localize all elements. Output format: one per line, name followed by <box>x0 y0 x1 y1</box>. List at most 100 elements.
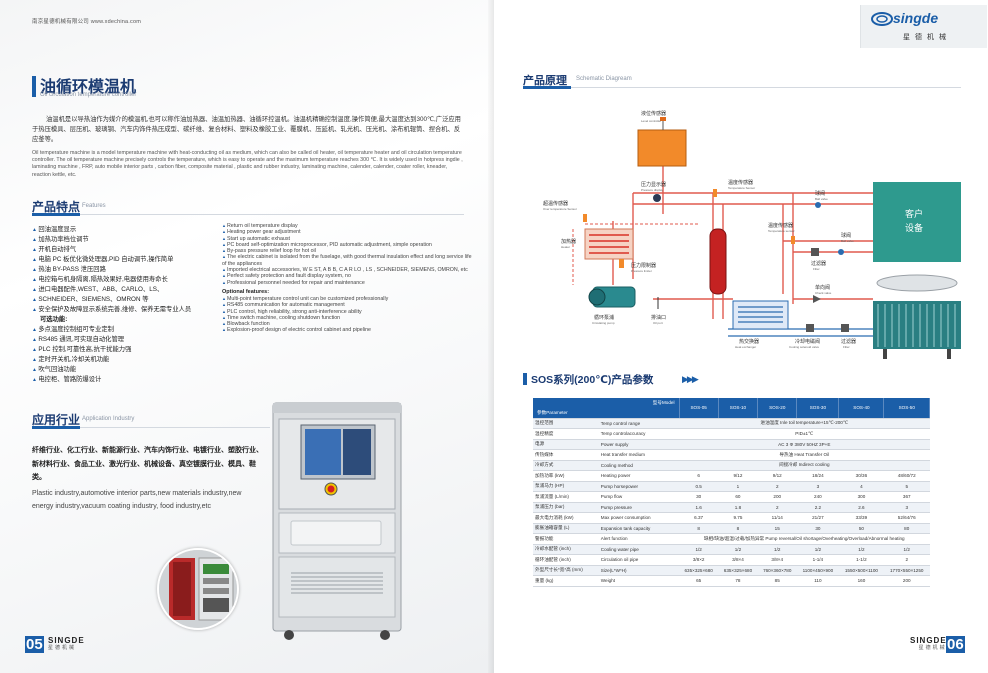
row-value: 1 <box>718 481 758 492</box>
principle-underline <box>523 86 571 89</box>
swirl-icon <box>871 12 893 26</box>
row-value: 1/2 <box>679 544 719 555</box>
row-value: 间接冷却 Indirect cooling <box>679 460 930 471</box>
company-header: 南京星德机械有限公司 www.xdechina.com <box>32 19 142 25</box>
row-value: 367 <box>883 491 930 503</box>
list-item: 回油温度显示 <box>32 225 222 235</box>
row-value: 18/24 <box>796 470 839 482</box>
list-item: PLC control, high reliability, strong an… <box>222 309 472 315</box>
schematic-diagram: 液位传感器 Level controller 压力显示器 Pressure di… <box>543 110 961 359</box>
label-ball-valve: 球阀 <box>815 190 825 197</box>
row-value: 1/2 <box>883 544 930 555</box>
label-temp-sensor-en: Temperature Sensor <box>728 186 755 190</box>
row-value: 2 <box>883 554 930 566</box>
brand-right: SINGDE 星德机械 <box>910 636 947 651</box>
row-value: 50 <box>838 523 884 534</box>
list-item: RS485 通讯,可实现自动化管理 <box>32 335 222 345</box>
row-value: 3 <box>796 481 839 492</box>
list-item: Professional personnel needed for repair… <box>222 280 472 286</box>
row-value: 0.5 <box>679 481 719 492</box>
row-label-en: Circulation oil pipe <box>598 554 679 566</box>
application-title: 应用行业 <box>32 413 81 427</box>
label-pressure-display-en: Pressure display <box>641 188 664 192</box>
list-item: 吹气回油功能 <box>32 365 222 375</box>
brand-left: SINGDE 星德机械 <box>48 636 85 651</box>
row-value: 8 <box>718 523 758 534</box>
row-value: 160 <box>838 575 884 587</box>
label-check-valve: 单向阀 <box>815 284 830 291</box>
list-item: SCHNEIDER、SIEMENS、OMRON 等 <box>32 295 222 305</box>
features-underline <box>32 213 80 216</box>
row-value: 33/39 <box>838 512 884 524</box>
label-pressure-limiter: 压力限制器 <box>631 262 656 269</box>
label-solenoid: 冷却电磁阀 <box>795 338 820 345</box>
spec-table: 型号Model 参数Parameter SOS-05 SOS-10 SOS-20… <box>533 398 930 587</box>
row-label-cn: 循环油配管 (inch) <box>533 554 599 566</box>
row-value: 8 <box>679 523 719 534</box>
list-item: Explosion-proof design of electric contr… <box>222 327 472 333</box>
list-item: 加热功率档位调节 <box>32 235 222 245</box>
page-subtitle: Oil circulation temperature controller <box>40 92 137 98</box>
row-label-cn: 最大电力消耗 (kW) <box>533 512 599 524</box>
row-value: 30 <box>796 523 839 534</box>
logo-cn: 星德机械 <box>903 34 951 41</box>
list-item: 开机自动排气 <box>32 245 222 255</box>
arrows-icon: ▶▶▶ <box>682 374 699 384</box>
principle-rule <box>571 87 961 88</box>
param-header-label: 参数Parameter <box>537 409 568 415</box>
row-value: PID±1℃ <box>679 428 930 440</box>
table-title-bar <box>523 373 527 385</box>
principle-title-en: Schematic Diagream <box>576 76 632 82</box>
row-value: 1.8 <box>718 502 758 513</box>
row-label-cn: 重量 (kg) <box>533 575 599 587</box>
row-label-en: Expansion tank capacity <box>598 523 679 534</box>
model-col-1: SOS-10 <box>718 398 759 419</box>
row-value: 3/8×4 <box>757 554 797 566</box>
brand-name-en: SINGDE <box>48 636 85 645</box>
row-label-en: Temp control range <box>598 418 679 429</box>
row-value: 635×325×680 <box>679 565 719 576</box>
row-value: 30/36 <box>838 470 884 482</box>
application-title-en: Application Industry <box>82 416 135 422</box>
logo-text: singde <box>893 10 939 26</box>
row-value: 1/2 <box>757 544 797 555</box>
list-item: Blowback function <box>222 321 472 327</box>
application-en: Plastic industry,automotive interior par… <box>32 490 242 510</box>
oil-temperature-controller-machine <box>272 402 402 640</box>
row-value: 65 <box>679 575 719 587</box>
row-value: 11/14 <box>757 512 797 524</box>
row-value: 6.37 <box>679 512 719 524</box>
optional-cn-list: 多点温度控制组可专业定制RS485 通讯,可实现自动化管理PLC 控制,可靠性高… <box>32 325 222 385</box>
row-value: 21/27 <box>796 512 839 524</box>
left-page: 南京星德机械有限公司 www.xdechina.com 油循环模温机 Oil c… <box>0 0 494 673</box>
label-check-valve-en: Check valve <box>815 291 832 295</box>
intro-en: Oil temperature machine is a model tempe… <box>32 150 463 178</box>
principle-title: 产品原理 <box>523 75 567 87</box>
title-accent-bar <box>32 76 36 97</box>
row-value: 85 <box>757 575 797 587</box>
row-label-cn: 警报功能 <box>533 533 599 545</box>
row-value: 300 <box>838 491 884 503</box>
list-item: RS485 communication for automatic manage… <box>222 302 472 308</box>
row-value: 2.6 <box>838 502 884 513</box>
application-cn: 纤维行业、化工行业、新能源行业、汽车内饰行业、电镀行业、塑胶行业、新材料行业、食… <box>32 447 263 481</box>
row-label-cn: 电源 <box>533 439 599 450</box>
row-label-en: Max power consumption <box>598 512 679 524</box>
label-temp-sensor-2: 温度传感器 <box>768 222 793 229</box>
list-item: Imported electrical accessories, W E ST,… <box>222 267 472 273</box>
list-item: 电脑 PC 板优化微处理器,PID 自动调节,操作简单 <box>32 255 222 265</box>
row-value: 80 <box>883 523 930 534</box>
row-label-en: Heating power <box>598 470 679 482</box>
row-value: 1/2 <box>796 544 839 555</box>
row-value: 9/12 <box>757 470 797 482</box>
